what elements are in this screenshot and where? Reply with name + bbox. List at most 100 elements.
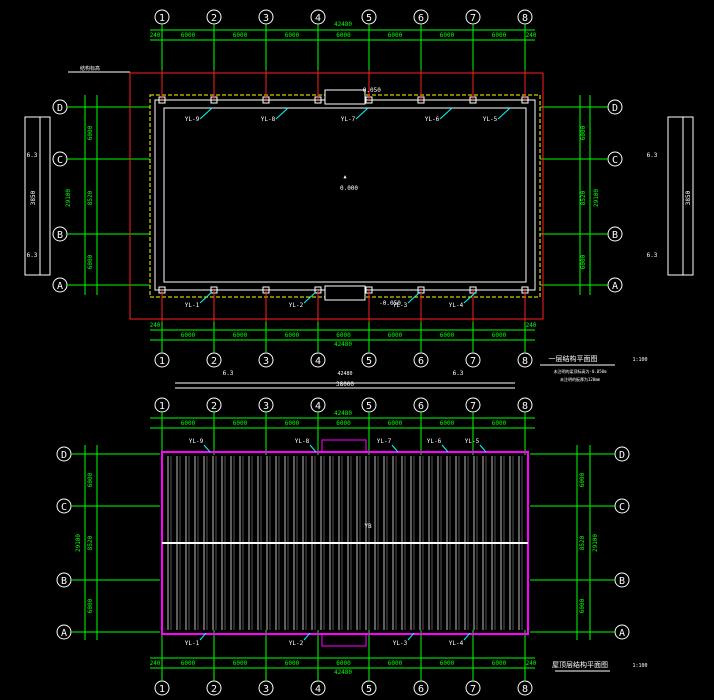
top-axis-bubble-2-label: 2 xyxy=(211,13,217,24)
top-axis-bubble-4-label: 4 xyxy=(315,13,321,24)
plan1-top-leader xyxy=(497,107,511,120)
mid-bay-dim: 6000 xyxy=(492,332,507,339)
top-left-row-D-label: D xyxy=(57,103,63,114)
top-bay-dim: 6000 xyxy=(388,32,403,39)
roof-bottom-bubble-8-label: 8 xyxy=(522,684,528,695)
roof-top-notch xyxy=(321,439,367,453)
roof-bottom-bay: 6000 xyxy=(492,660,507,667)
mid-bay-dim: 6000 xyxy=(388,332,403,339)
plan1-note-2: 未注明的板厚为120mm xyxy=(560,376,601,382)
plan1-top-leader xyxy=(199,107,213,120)
plan1-note-1: 未注明的梁顶标高为-0.050m xyxy=(554,368,607,374)
mid-axis-bubble-7-label: 7 xyxy=(470,356,476,367)
roof-bottom-leader xyxy=(303,632,311,641)
roof-top-total: 42480 xyxy=(334,410,352,417)
roof-bottom-bay: 6000 xyxy=(181,660,196,667)
left-dim-total: 29100 xyxy=(65,189,72,207)
yellow-dashed-outline xyxy=(149,94,541,298)
plan1-top-beam-tag: YL-7 xyxy=(341,116,356,123)
right-dim-ba: 6000 xyxy=(580,254,587,269)
roof-top-beam-tag: YL-7 xyxy=(377,438,392,445)
left-side-height: 3850 xyxy=(30,190,37,205)
roof-plan xyxy=(161,439,610,672)
roof-bottom-bubble-6-label: 6 xyxy=(418,684,424,695)
left-dim-ba: 6000 xyxy=(87,254,94,269)
plan1-top-leader xyxy=(275,107,289,120)
roof-top-bubble-2-label: 2 xyxy=(211,401,217,412)
roof-bottom-leader xyxy=(407,632,415,641)
left-side-box xyxy=(24,116,51,276)
top-left-note: 结构标高 xyxy=(80,65,100,72)
plan1-top-beam-tag: YL-6 xyxy=(425,116,440,123)
roof-top-bay: 6000 xyxy=(492,420,507,427)
roof-top-leader xyxy=(203,444,211,453)
roof-top-bubble-6-label: 6 xyxy=(418,401,424,412)
roof-bottom-bay: 6000 xyxy=(336,660,351,667)
roof-right-row-C-label: C xyxy=(619,502,625,513)
top-door xyxy=(324,89,366,105)
roof-top-bay: 6000 xyxy=(440,420,455,427)
roof-end-right: 240 xyxy=(526,660,537,667)
mid-bay-dim: 6000 xyxy=(440,332,455,339)
top-right-row-D-label: D xyxy=(612,103,618,114)
top-axis-bubble-7-label: 7 xyxy=(470,13,476,24)
mid-end-dim-right: 240 xyxy=(526,322,537,329)
roof-top-leader xyxy=(441,444,449,453)
top-bay-dim: 6000 xyxy=(233,32,248,39)
roof-scale: 1:100 xyxy=(632,663,647,669)
right-dim-total: 29100 xyxy=(593,189,600,207)
roof-top-bay: 6000 xyxy=(388,420,403,427)
roof-bottom-bubble-1-label: 1 xyxy=(159,684,165,695)
roof-bottom-total: 42480 xyxy=(334,669,352,676)
roof-right-row-B-label: B xyxy=(619,576,625,587)
top-end-dim-right: 240 xyxy=(526,32,537,39)
top-right-row-A-label: A xyxy=(612,281,618,292)
plan1-title: 一层结构平面图 xyxy=(549,354,598,363)
roof-top-beam-tag: YL-6 xyxy=(427,438,442,445)
roof-bottom-bay: 6000 xyxy=(233,660,248,667)
roof-left-row-A-label: A xyxy=(61,628,67,639)
roof-top-beam-tag: YL-8 xyxy=(295,438,310,445)
plan1-scale: 1:100 xyxy=(632,357,647,363)
slope-mark-right: 6.3 xyxy=(453,370,464,377)
annotation-layer: 42480 6000 6000 6000 6000 6000 6000 6000 240 240 6… xyxy=(27,21,692,676)
roof-bottom-bubble-3-label: 3 xyxy=(263,684,269,695)
roof-right-row-D-label: D xyxy=(619,450,625,461)
roof-left-row-C-label: C xyxy=(61,502,67,513)
overall-width: 38000 xyxy=(336,381,354,388)
roof-bottom-bay: 6000 xyxy=(388,660,403,667)
right-dim-cb: 8520 xyxy=(580,190,587,205)
roof-bottom-bubble-2-label: 2 xyxy=(211,684,217,695)
roof-top-leader xyxy=(309,444,317,453)
mid-axis-bubble-2-label: 2 xyxy=(211,356,217,367)
top-bay-dim: 6000 xyxy=(492,32,507,39)
roof-left-row-D-label: D xyxy=(61,450,67,461)
roof-top-bubble-7-label: 7 xyxy=(470,401,476,412)
mid-axis-bubble-1-label: 1 xyxy=(159,356,165,367)
plan1-bottom-beam-tag: YL-1 xyxy=(185,302,200,309)
top-bay-dim: 6000 xyxy=(181,32,196,39)
level-bottom: -0.050 xyxy=(379,300,401,307)
roof-top-leader xyxy=(479,444,487,453)
top-right-row-C-label: C xyxy=(612,155,618,166)
right-side-mark-top: 6.3 xyxy=(647,152,658,159)
left-side-mark-top: 6.3 xyxy=(27,152,38,159)
left-side-mark-bot: 6.3 xyxy=(27,252,38,259)
roof-left-row-B-label: B xyxy=(61,576,67,587)
roof-left-dc: 6000 xyxy=(87,472,94,487)
top-bay-dim: 6000 xyxy=(285,32,300,39)
right-dim-dc: 6000 xyxy=(580,125,587,140)
roof-top-bay: 6000 xyxy=(233,420,248,427)
mid-end-dim-left: 240 xyxy=(150,322,161,329)
center-elev: 0.000 xyxy=(340,185,358,192)
inner-wall xyxy=(163,107,527,283)
right-side-box xyxy=(667,116,694,276)
roof-bottom-beam-tag: YL-3 xyxy=(393,640,408,647)
roof-right-row-A-label: A xyxy=(619,628,625,639)
roof-left-cb: 8520 xyxy=(87,535,94,550)
roof-bottom-notch xyxy=(321,633,367,647)
roof-top-bay: 6000 xyxy=(181,420,196,427)
plan1-bottom-leader xyxy=(199,291,213,304)
